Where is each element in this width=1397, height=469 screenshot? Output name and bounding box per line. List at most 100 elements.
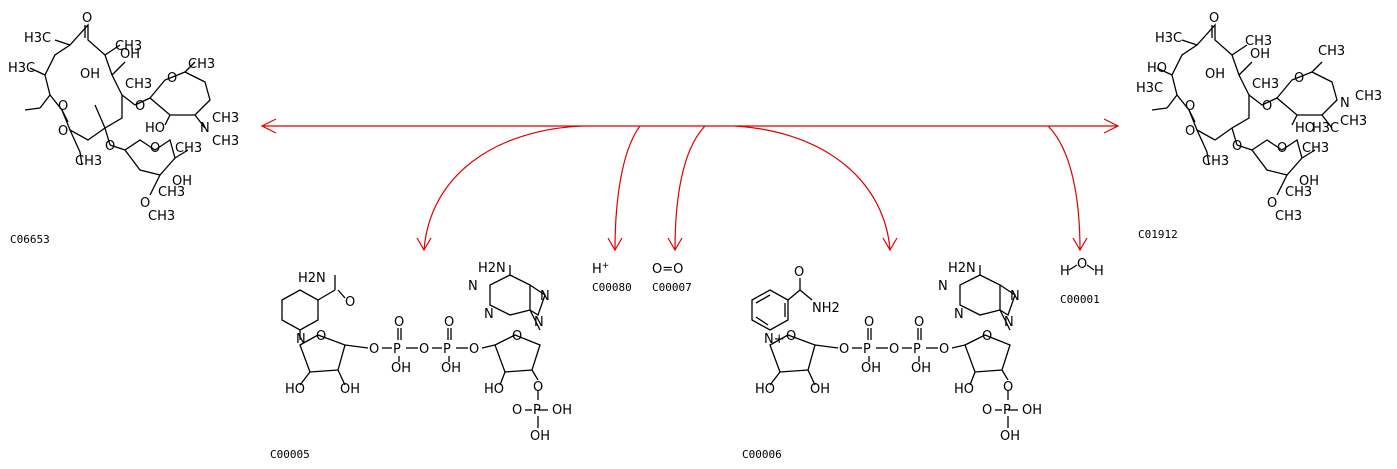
nadp-o-bridge-1: O xyxy=(839,342,849,357)
atom-h3c-top-p: H3C xyxy=(1155,31,1182,46)
left-arrowhead xyxy=(260,118,277,134)
nadph-oh-p2: OH xyxy=(441,361,461,376)
branch-arrow-oxygen xyxy=(674,125,706,251)
branch-arrow-water xyxy=(1047,125,1081,251)
atom-ho-left-p: HO xyxy=(1147,61,1167,76)
atom-ch3-mid-p: CH3 xyxy=(1252,77,1279,92)
branch-arrow-proton xyxy=(614,125,641,251)
atom-o-desosamine-ring-p: O xyxy=(1294,71,1304,86)
nadp-ribose-o: O xyxy=(786,329,796,344)
nadp-oh-1: OH xyxy=(810,382,830,397)
nadp-oh-p1: OH xyxy=(861,361,881,376)
atom-h3c-left: H3C xyxy=(8,61,35,76)
atom-o-glyco-1: O xyxy=(135,99,145,114)
nadp-o-bridge-2: O xyxy=(889,342,899,357)
nadph-ribose-o: O xyxy=(316,329,326,344)
water-h2: H xyxy=(1094,264,1104,279)
compound-c00007: O=O C00007 xyxy=(652,262,692,294)
nadp-o-2prime: O xyxy=(1003,380,1013,395)
nadph-h2n-adenine: H2N xyxy=(478,261,506,276)
atom-ch3-cladinose-p: CH3 xyxy=(1302,141,1329,156)
nadp-o-double-1: O xyxy=(864,315,874,330)
atom-o-glyco-2-p: O xyxy=(1232,139,1242,154)
nadph-p-1: P xyxy=(393,342,401,357)
nadph-o-bridge-1: O xyxy=(369,342,379,357)
nadph-ribose-o-2: O xyxy=(512,329,522,344)
atom-ch3-cladinose-2: CH3 xyxy=(158,185,185,200)
nadph-structure xyxy=(281,265,548,428)
nadp-n-1: N xyxy=(938,279,948,294)
atom-ch3-lactone-p: CH3 xyxy=(1202,154,1229,169)
nadp-n-plus: N+ xyxy=(764,332,785,347)
compound-c06653: O H3C CH3 OH H3C OH CH3 O O CH3 O O HO N… xyxy=(8,11,239,246)
proton-formula: H+ xyxy=(592,261,609,277)
atom-oh-2-p: OH xyxy=(1205,67,1225,82)
atom-o-glyco-1-p: O xyxy=(1262,99,1272,114)
nadph-n-4: N xyxy=(534,315,544,330)
nadp-ho-1: HO xyxy=(755,382,775,397)
compound-c00080: H+ C00080 xyxy=(592,261,632,294)
atom-n-dimethyl: N xyxy=(200,121,210,136)
nadph-oh-p3b: OH xyxy=(530,429,550,444)
atom-o-lactone-ring-p: O xyxy=(1185,99,1195,114)
atom-ho-desosamine-p: HO xyxy=(1295,121,1315,136)
nadph-oh-p1: OH xyxy=(391,361,411,376)
atom-ch3-cladinose: CH3 xyxy=(175,141,202,156)
atom-oh-cladinose: OH xyxy=(172,174,192,189)
atom-ch3-top-p: CH3 xyxy=(1245,34,1272,49)
compound-id-c06653: C06653 xyxy=(10,233,50,246)
nadp-p-2: P xyxy=(913,342,921,357)
nadph-o-double-2: O xyxy=(444,315,454,330)
nadph-n-2: N xyxy=(484,307,494,322)
atom-ch3-n2-p: CH3 xyxy=(1340,114,1367,129)
branch-arrowhead-nadp xyxy=(882,237,898,252)
nadph-oh-p3a: OH xyxy=(552,403,572,418)
compound-id-c00080: C00080 xyxy=(592,281,632,294)
branch-arrowhead-nadph xyxy=(416,237,432,252)
nadp-oh-p3a: OH xyxy=(1022,403,1042,418)
atom-o-methoxy: O xyxy=(140,196,150,211)
nadph-h2n: H2N xyxy=(298,271,326,286)
proton-h: H xyxy=(592,262,602,277)
atom-o-cladinose-ring: O xyxy=(150,141,160,156)
compound-id-c00007: C00007 xyxy=(652,281,692,294)
atom-ch3-n1-p: CH3 xyxy=(1355,89,1382,104)
atom-oh-1-p: OH xyxy=(1250,47,1270,62)
atom-n-dimethyl-p: N xyxy=(1340,96,1350,111)
nadp-o-bridge-3: O xyxy=(939,342,949,357)
compound-id-c00001: C00001 xyxy=(1060,293,1100,306)
oxygen-formula: O=O xyxy=(652,262,683,277)
macrolide-structure-product xyxy=(1151,23,1338,196)
compound-id-c00005: C00005 xyxy=(270,448,310,461)
atom-ho-desosamine: HO xyxy=(145,121,165,136)
water-o: O xyxy=(1077,257,1087,272)
nadph-p-3: P xyxy=(533,403,541,418)
right-arrowhead xyxy=(1103,118,1120,134)
atom-o-cladinose-ring-p: O xyxy=(1277,141,1287,156)
atom-o-ketone-p: O xyxy=(1209,11,1219,26)
nadp-o-p3: O xyxy=(982,403,992,418)
atom-oh-cladinose-p: OH xyxy=(1299,174,1319,189)
nadph-ho-2: HO xyxy=(484,382,504,397)
reaction-arrows xyxy=(260,118,1120,252)
nadp-n-3: N xyxy=(1010,289,1020,304)
branch-arrowhead-oxygen xyxy=(667,237,683,252)
atom-oh-2: OH xyxy=(80,67,100,82)
nadp-n-2: N xyxy=(954,307,964,322)
nadp-p-3: P xyxy=(1003,403,1011,418)
nadp-oh-p2: OH xyxy=(911,361,931,376)
compound-id-c00006: C00006 xyxy=(742,448,782,461)
proton-charge: + xyxy=(602,261,610,271)
atom-ch3-n1: CH3 xyxy=(212,111,239,126)
compound-c00005: H2N O N O HO OH O P O OH O P O OH O O H2… xyxy=(270,261,572,461)
atom-o-lactone-carbonyl-p: O xyxy=(1185,124,1195,139)
nadph-o-bridge-3: O xyxy=(469,342,479,357)
nadp-p-1: P xyxy=(863,342,871,357)
nadph-o-p3: O xyxy=(512,403,522,418)
nadph-o-double-1: O xyxy=(394,315,404,330)
nadph-n-ring: N xyxy=(296,332,306,347)
nadp-o-carbonyl: O xyxy=(794,265,804,280)
atom-ch3-top: CH3 xyxy=(115,39,142,54)
nadph-n-3: N xyxy=(540,289,550,304)
nadp-h2n-adenine: H2N xyxy=(948,261,976,276)
